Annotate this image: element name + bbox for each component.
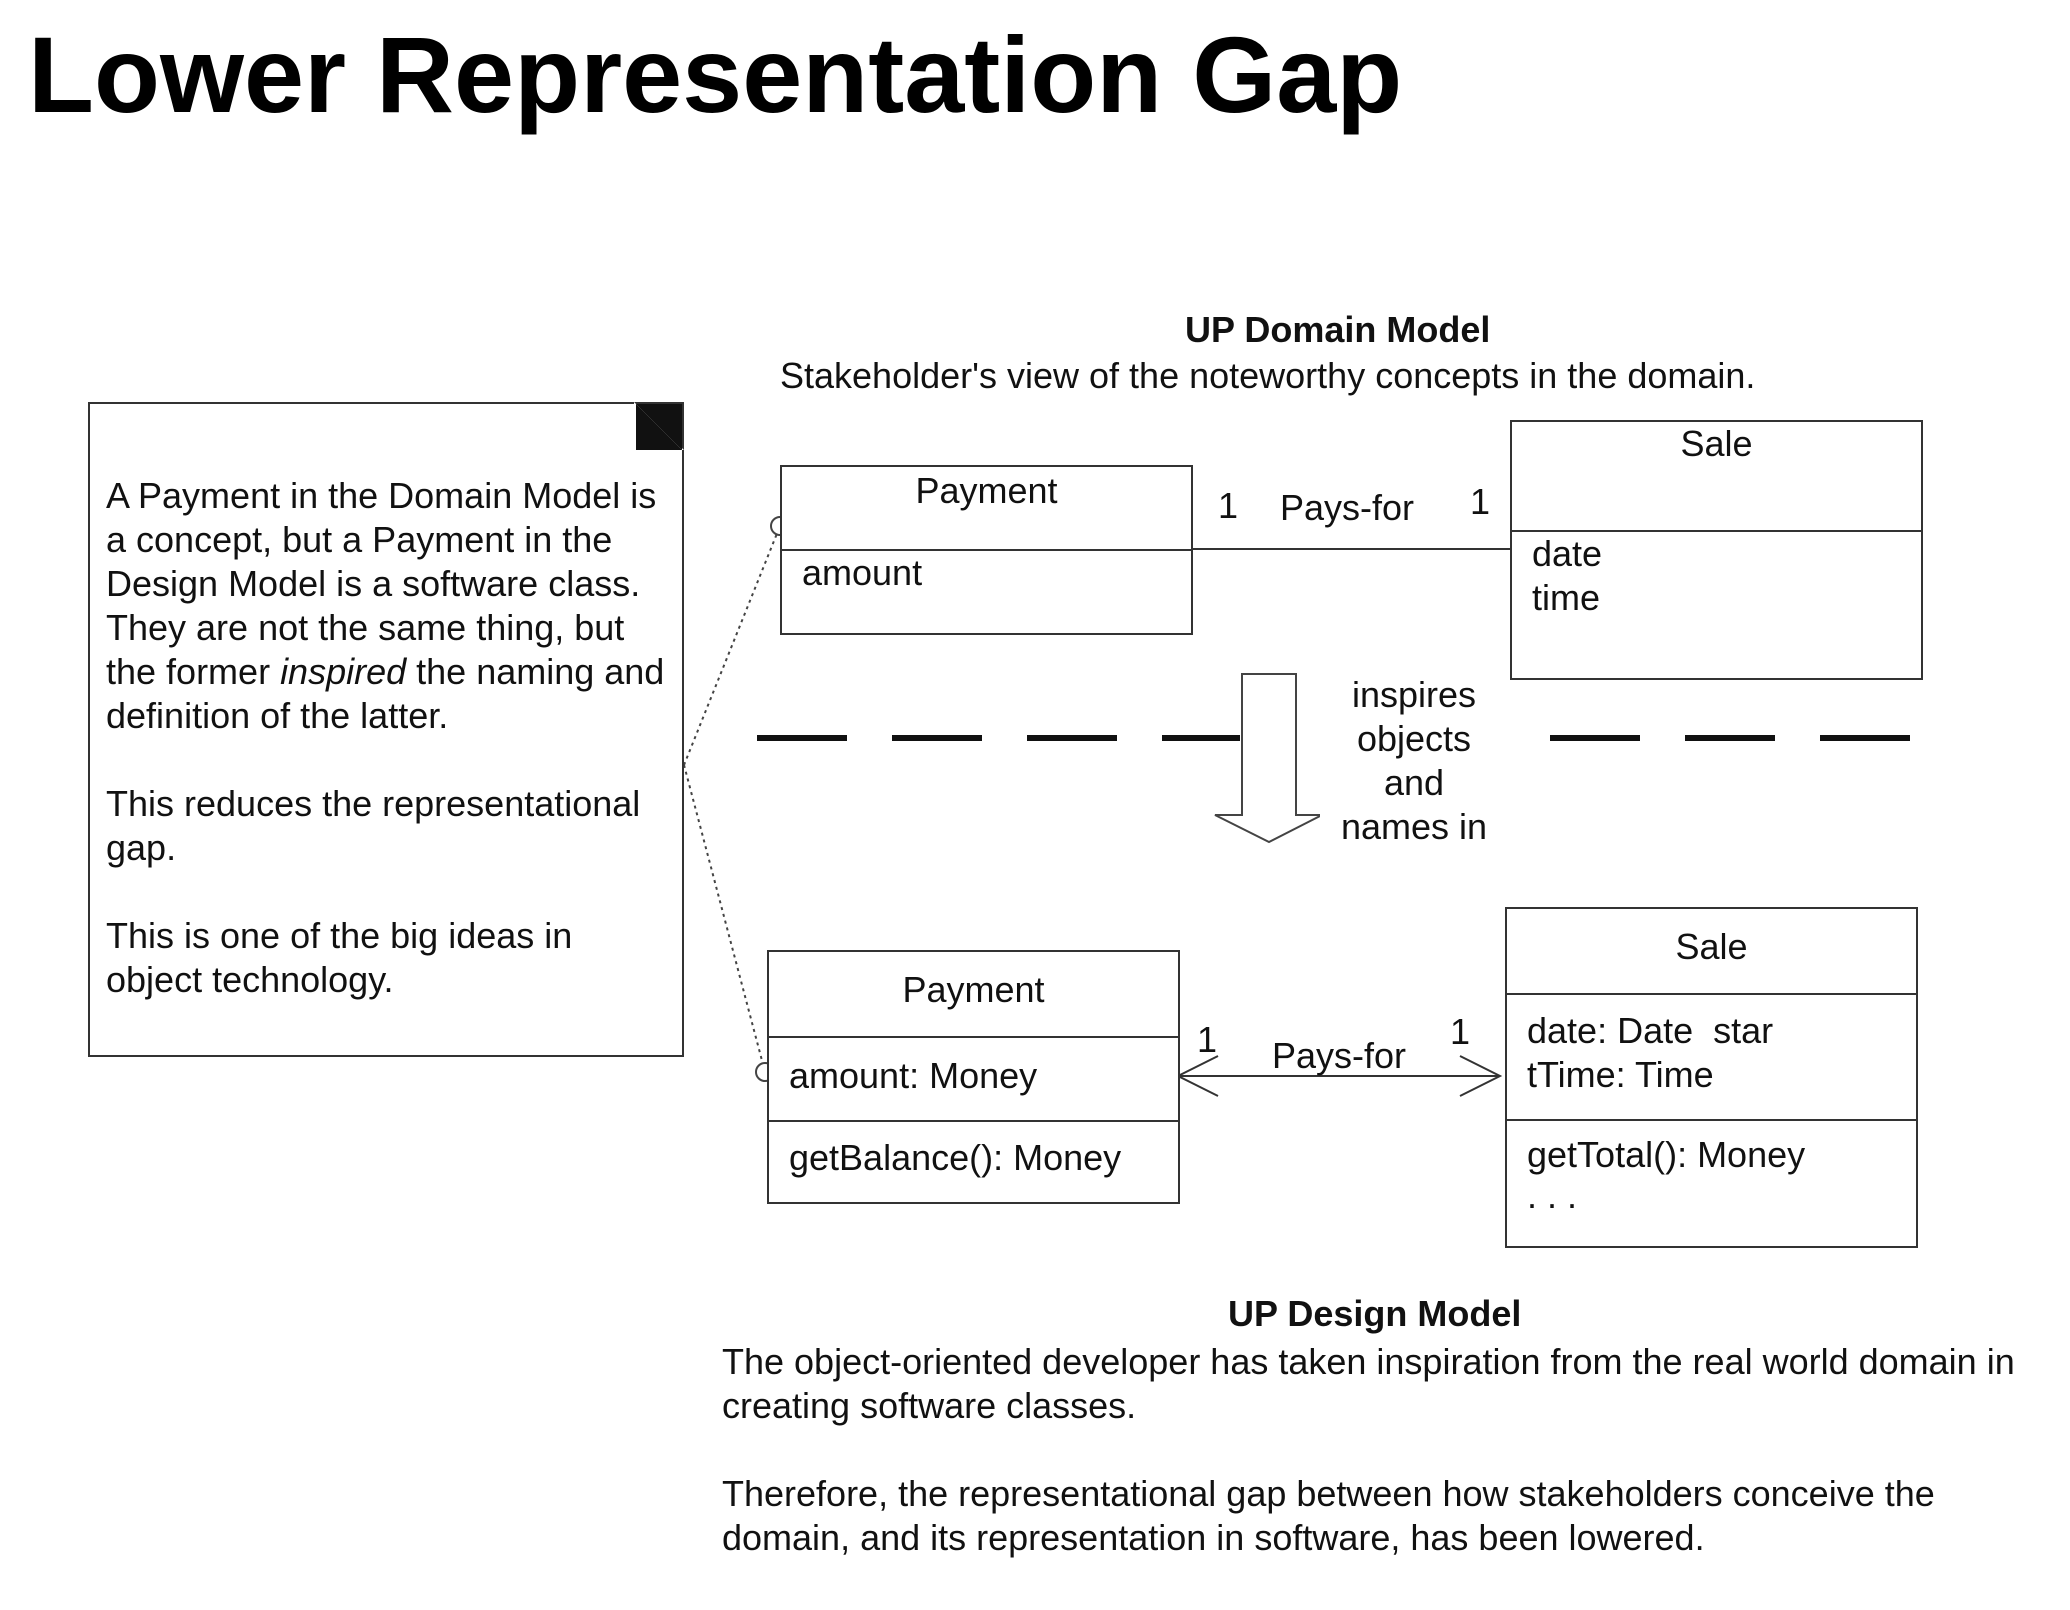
note-paragraph-text: the naming and definition of the latter. xyxy=(106,651,665,736)
note-paragraph-text: A Payment in the Domain Model is a conce… xyxy=(106,475,657,692)
design-payment-class-name: Payment xyxy=(902,969,1045,1010)
domain-model-subtitle: Stakeholder's view of the noteworthy con… xyxy=(780,355,1756,396)
inspires-label-line: and xyxy=(1383,762,1445,803)
design-association-multiplicity-left: 1 xyxy=(1197,1019,1218,1060)
domain-payment-attribute: amount xyxy=(802,552,923,593)
design-model-description: The object-oriented developer has taken … xyxy=(722,1340,2022,1560)
domain-association-multiplicity-right: 1 xyxy=(1470,481,1491,522)
design-sale-operation-total: getTotal(): Money xyxy=(1527,1134,1806,1175)
explanation-note: A Payment in the Domain Model is a conce… xyxy=(88,402,684,1057)
design-model-paragraph: Therefore, the representational gap betw… xyxy=(722,1473,1935,1558)
design-association-multiplicity-right: 1 xyxy=(1450,1011,1471,1052)
domain-sale-attribute-time: time xyxy=(1532,577,1601,618)
design-payment-operation: getBalance(): Money xyxy=(789,1137,1122,1178)
note-folded-corner-icon xyxy=(634,402,684,450)
slide-title: Lower Representation Gap xyxy=(28,14,1403,135)
domain-payment-class-name: Payment xyxy=(915,470,1058,511)
design-sale-attribute-date: date: Date star xyxy=(1527,1010,1774,1051)
design-sale-class-name: Sale xyxy=(1675,926,1748,967)
note-paragraph: A Payment in the Domain Model is a conce… xyxy=(106,474,672,738)
inspires-label-line: inspires xyxy=(1351,674,1477,715)
design-association-label: Pays-for xyxy=(1272,1035,1407,1076)
domain-sale-class: Sale date time xyxy=(1510,420,1923,680)
domain-sale-attribute-date: date xyxy=(1532,533,1603,574)
design-sale-class: Sale date: Date star tTime: Time getTota… xyxy=(1505,907,1918,1248)
domain-association-label: Pays-for xyxy=(1280,487,1415,528)
design-payment-attribute: amount: Money xyxy=(789,1055,1038,1096)
domain-sale-class-name: Sale xyxy=(1680,423,1753,464)
design-sale-operation-more: . . . xyxy=(1527,1175,1578,1216)
design-association-arrowhead-right xyxy=(1459,1055,1503,1097)
design-model-heading: UP Design Model xyxy=(1228,1293,1522,1334)
design-payment-class: Payment amount: Money getBalance(): Mone… xyxy=(767,950,1180,1204)
domain-association-multiplicity-left: 1 xyxy=(1218,485,1239,526)
inspires-label-line: names in xyxy=(1340,806,1488,847)
inspires-label: inspires objects and names in xyxy=(1320,673,1508,849)
design-model-paragraph: The object-oriented developer has taken … xyxy=(722,1341,2015,1426)
domain-model-heading: UP Domain Model xyxy=(1185,309,1491,350)
note-connector-design xyxy=(683,764,766,1073)
design-sale-attribute-time: tTime: Time xyxy=(1527,1054,1714,1095)
note-text: A Payment in the Domain Model is a conce… xyxy=(106,474,672,1002)
note-paragraph: This is one of the big ideas in object t… xyxy=(106,915,573,1000)
note-connector-domain xyxy=(683,525,781,766)
domain-payment-class: Payment amount xyxy=(780,465,1193,635)
note-emphasis: inspired xyxy=(280,651,407,692)
inspires-arrow xyxy=(1214,673,1323,844)
inspires-label-line: objects xyxy=(1356,718,1472,759)
note-paragraph: This reduces the representational gap. xyxy=(106,783,641,868)
